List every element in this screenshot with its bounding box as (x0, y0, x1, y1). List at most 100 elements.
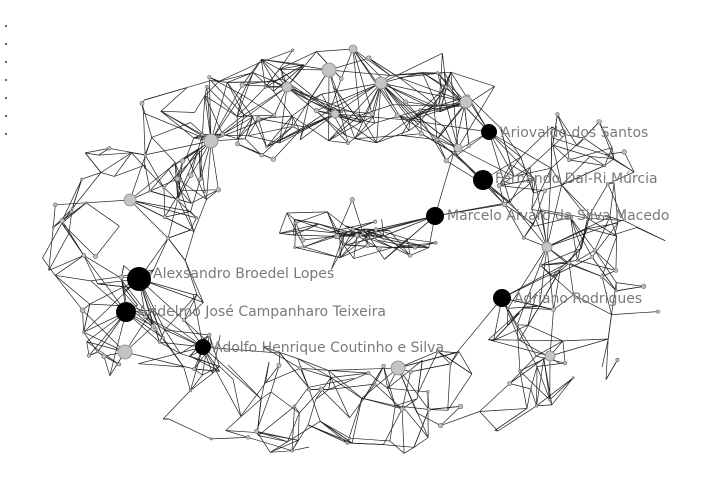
network-edge (177, 160, 183, 179)
network-edge (409, 119, 490, 133)
network-node (521, 236, 526, 240)
network-edge (190, 217, 197, 231)
network-edge (605, 151, 625, 155)
gray-node[interactable] (541, 241, 553, 253)
network-edge (328, 370, 369, 374)
network-node (207, 75, 212, 80)
network-edge (144, 165, 151, 192)
gray-node[interactable] (330, 109, 340, 119)
label-layer: Ariovaldo dos Santos Fernando Dal-Ri Múr… (138, 125, 669, 356)
network-edge (109, 311, 127, 376)
network-edge (61, 202, 87, 221)
network-node (69, 209, 74, 214)
network-node (215, 187, 221, 193)
network-edge (54, 275, 91, 305)
network-edge (601, 276, 617, 292)
network-node (265, 145, 268, 149)
network-node (101, 353, 107, 359)
network-edge (437, 351, 451, 365)
network-edge (124, 351, 195, 370)
network-node (93, 254, 98, 259)
network-edge (273, 91, 293, 117)
network-edge (499, 176, 515, 186)
gray-node[interactable] (321, 62, 337, 78)
network-edge (219, 366, 234, 380)
network-node (70, 207, 74, 211)
network-edge (399, 246, 416, 248)
gray-node[interactable] (281, 81, 293, 93)
network-edge (190, 178, 201, 212)
network-edge (427, 391, 430, 410)
network-edge (447, 363, 451, 411)
network-edge (543, 358, 553, 405)
gray-node[interactable] (203, 133, 219, 149)
network-node (179, 158, 186, 164)
hub-node-ariovaldo[interactable] (481, 124, 497, 140)
network-edge (549, 377, 574, 401)
network-edge (48, 227, 54, 271)
hub-node-marcelo[interactable] (426, 207, 444, 225)
network-edge (589, 156, 614, 160)
network-edge (589, 214, 610, 218)
network-node (563, 361, 568, 366)
network-edge (266, 113, 336, 148)
network-node (290, 449, 294, 453)
gray-node[interactable] (123, 193, 137, 207)
network-node (366, 55, 372, 61)
network-edge (546, 168, 552, 248)
gray-node[interactable] (453, 143, 463, 153)
gray-node[interactable] (459, 95, 473, 109)
network-edge (330, 377, 364, 400)
network-edge (530, 366, 538, 389)
hub-node-aridelmo[interactable] (116, 302, 136, 322)
small-node-layer (51, 48, 660, 453)
gray-node[interactable] (348, 44, 358, 54)
network-edge (345, 235, 384, 246)
network-node (148, 189, 152, 193)
gray-node[interactable] (374, 76, 388, 90)
network-edge (270, 439, 299, 453)
network-edge (397, 367, 430, 410)
gray-node[interactable] (117, 344, 133, 360)
network-node (466, 143, 472, 148)
network-edge (564, 134, 570, 161)
gray-node[interactable] (544, 350, 556, 362)
network-edge (527, 293, 537, 326)
hub-node-adriano[interactable] (493, 289, 511, 307)
network-edge (437, 350, 457, 354)
network-edge (523, 307, 554, 310)
network-edge (561, 165, 605, 186)
network-edge (177, 199, 195, 232)
network-node (361, 230, 365, 234)
network-edge (553, 269, 561, 310)
network-node (290, 124, 295, 129)
hub-node-fernando[interactable] (473, 170, 493, 190)
hub-node-adolfo[interactable] (195, 339, 211, 355)
network-edge (383, 366, 396, 406)
network-edge (304, 113, 336, 128)
network-edge (210, 80, 220, 82)
network-edge (124, 309, 153, 353)
network-edge (299, 100, 310, 140)
network-edge (447, 373, 473, 411)
network-edge (86, 202, 120, 227)
network-edge (48, 232, 70, 271)
network-edge (328, 140, 349, 144)
network-edge (244, 116, 254, 139)
network-edge (209, 76, 243, 96)
network-edge (190, 374, 203, 391)
network-node (175, 197, 180, 202)
network-node (259, 153, 264, 158)
network-edge (609, 182, 615, 217)
gray-node[interactable] (390, 360, 406, 376)
network-edge (286, 211, 328, 214)
network-edge (488, 131, 536, 180)
hub-node-alexsandro[interactable] (127, 267, 151, 291)
network-edge (415, 114, 459, 149)
network-node (399, 406, 405, 412)
network-edge (143, 112, 146, 155)
network-edge (604, 158, 615, 166)
network-edge (131, 152, 165, 189)
network-edge (294, 246, 305, 248)
network-edge (219, 72, 254, 82)
